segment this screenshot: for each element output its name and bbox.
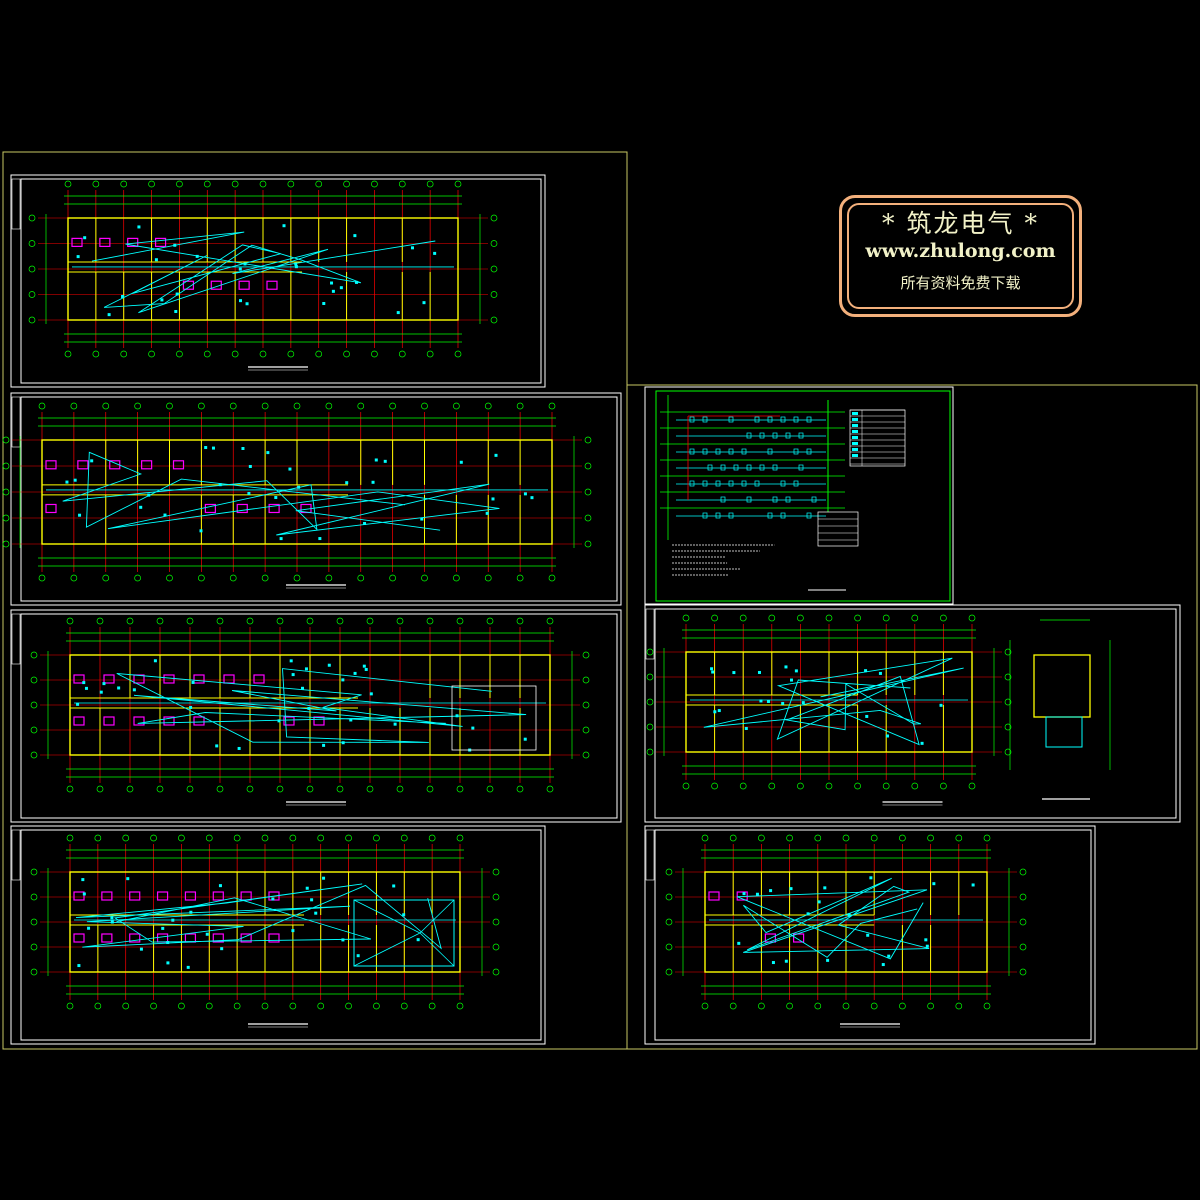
floor-plans xyxy=(2,174,1181,1045)
floor-4-roof-outline xyxy=(353,899,455,967)
system-diagram xyxy=(644,386,954,605)
watermark-stamp: * 筑龙电气 * www.zhulong.com 所有资料免费下载 xyxy=(839,195,1082,317)
plan-floor-3 xyxy=(10,609,622,823)
plan-floor-2 xyxy=(2,392,622,606)
plan-stair-plan xyxy=(1009,619,1111,800)
watermark-inner-border xyxy=(847,203,1074,309)
watermark-url: www.zhulong.com xyxy=(865,240,1056,262)
plan-roof-plan xyxy=(644,604,1181,823)
watermark-title: * 筑龙电气 * xyxy=(882,209,1039,238)
floor-3-annex xyxy=(451,685,537,751)
plan-basement xyxy=(644,825,1096,1045)
sheet-frames xyxy=(2,151,1198,1050)
watermark-slogan: 所有资料免费下载 xyxy=(900,274,1021,292)
plan-floor-1 xyxy=(10,174,546,388)
plan-floor-4 xyxy=(10,825,546,1045)
